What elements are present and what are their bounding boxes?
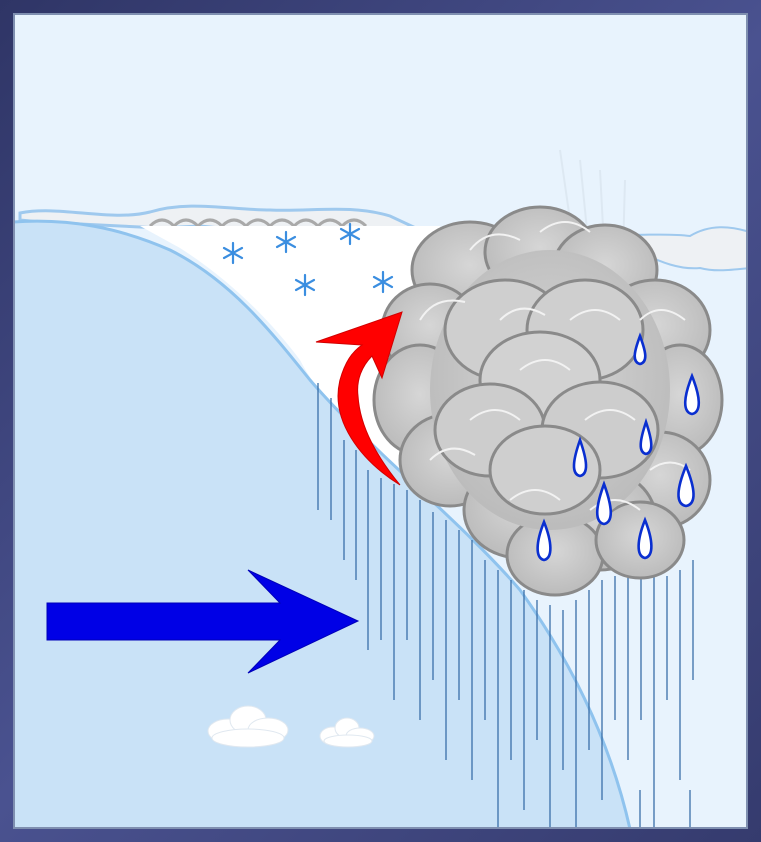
weather-front-diagram (13, 13, 748, 829)
